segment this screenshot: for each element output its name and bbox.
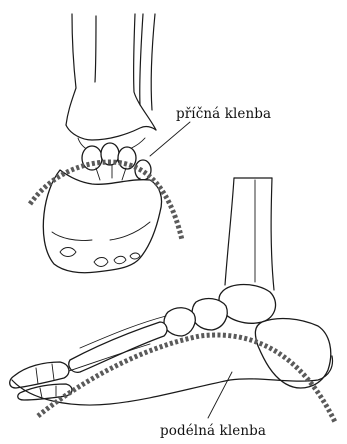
ankle-joint-line bbox=[66, 125, 156, 140]
fibula-right-edge bbox=[151, 14, 155, 110]
front-view-foot bbox=[30, 14, 190, 273]
side-leg-back-edge bbox=[271, 178, 274, 290]
transverse-arch-label: příčná klenba bbox=[176, 106, 271, 122]
tibia-inner-line bbox=[95, 16, 96, 82]
longitudinal-arch-label: podélná klenba bbox=[160, 423, 266, 439]
longitudinal-arch-leader bbox=[208, 372, 232, 418]
tibia-right-edge bbox=[134, 14, 156, 130]
side-calcaneus bbox=[255, 319, 330, 388]
fibula-left-edge bbox=[140, 14, 143, 105]
cuneiform-3 bbox=[118, 147, 136, 169]
side-metatarsal-1 bbox=[69, 322, 167, 372]
cuneiform-1 bbox=[82, 146, 102, 170]
side-talus bbox=[219, 285, 276, 324]
side-cuneiform bbox=[164, 308, 195, 336]
transverse-arch-leader bbox=[150, 122, 190, 156]
side-leg-front-edge bbox=[225, 178, 234, 285]
tibia-left-edge bbox=[66, 14, 76, 125]
side-navicular bbox=[192, 299, 227, 330]
